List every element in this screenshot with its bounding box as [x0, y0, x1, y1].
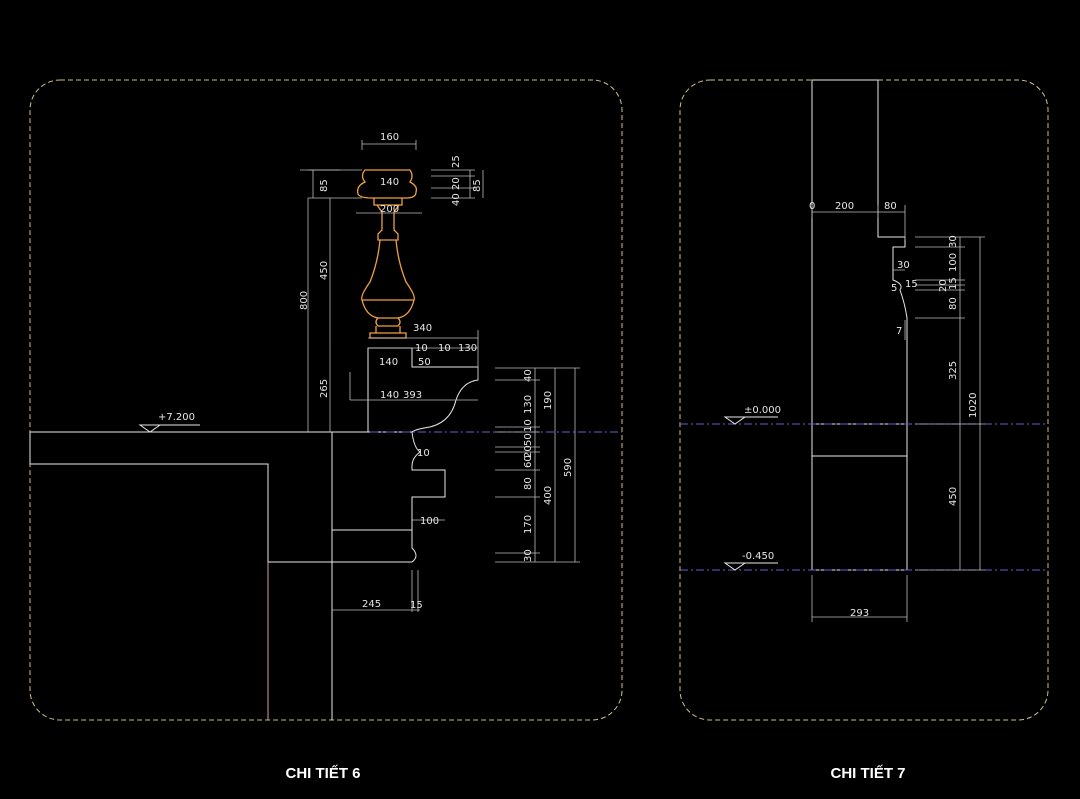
- floor-slab-7: [811, 423, 908, 457]
- dim-label: 50: [418, 357, 431, 368]
- dim-label: 325: [948, 361, 959, 380]
- wall-section: [811, 79, 908, 425]
- level-marker: [723, 416, 778, 425]
- dim-label: 80: [523, 477, 534, 490]
- dim-label: 20: [523, 445, 534, 458]
- dim-label: 30: [897, 260, 910, 271]
- beam-core: [331, 432, 412, 531]
- floor-slab: [29, 431, 333, 563]
- cornice-beam: [331, 431, 446, 563]
- dim-label: 590: [563, 458, 574, 477]
- dim-label: 85: [472, 179, 483, 192]
- dim-label: 10: [438, 343, 451, 354]
- dim-label: 393: [403, 390, 422, 401]
- detail-6: 160 140 85 25 20 40 85 200 450 800 340 1…: [29, 79, 623, 782]
- dim-label: 450: [948, 487, 959, 506]
- viewport-frame-7: [679, 79, 1049, 721]
- dim-label: 25: [451, 155, 462, 168]
- dim-label: 265: [319, 379, 330, 398]
- dim-label: 20: [938, 279, 949, 292]
- dim-label: 100: [420, 516, 439, 527]
- level-label: +7.200: [158, 412, 195, 423]
- dim-label: 100: [948, 253, 959, 272]
- dim-label: 200: [835, 201, 854, 212]
- dim-label: 10: [417, 448, 430, 459]
- dim-label: 450: [319, 261, 330, 280]
- dim-label: 30: [948, 235, 959, 248]
- dim-label: 200: [380, 204, 399, 215]
- dim-label: 7: [896, 326, 902, 337]
- dim-label: 190: [543, 391, 554, 410]
- dim-label: 130: [458, 343, 477, 354]
- dimension-lines-7: [811, 205, 985, 622]
- dim-label: 20: [451, 177, 462, 190]
- dim-label: 140: [380, 177, 399, 188]
- dim-label: 340: [413, 323, 432, 334]
- dim-label: 40: [451, 193, 462, 206]
- foundation-wall: [811, 455, 908, 571]
- dim-label: 15: [410, 600, 423, 611]
- dimension-lines-6: [300, 140, 580, 612]
- dim-label: 85: [319, 179, 330, 192]
- dim-label: 140: [379, 357, 398, 368]
- dim-label: 800: [299, 291, 310, 310]
- parapet-base: [367, 347, 479, 433]
- dim-label: 245: [362, 599, 381, 610]
- detail-7: 0 200 80 30 100 30 15 5 15 20 80 7 325 1…: [679, 79, 1049, 782]
- level-marker: [138, 424, 200, 433]
- viewport-frame-6: [29, 79, 623, 721]
- dim-label: 170: [523, 515, 534, 534]
- dim-label: 80: [948, 297, 959, 310]
- dim-label: 0: [809, 201, 815, 212]
- dim-label: 80: [884, 201, 897, 212]
- level-label-bottom: -0.450: [742, 551, 774, 562]
- dim-label: 293: [850, 608, 869, 619]
- detail-7-title: CHI TIẾT 7: [830, 765, 905, 782]
- baluster: [357, 169, 418, 339]
- dim-label: 40: [523, 369, 534, 382]
- level-marker: [723, 562, 778, 571]
- detail-6-title: CHI TIẾT 6: [285, 765, 360, 782]
- dim-label: 60: [523, 455, 534, 468]
- dim-label: 400: [543, 486, 554, 505]
- dim-label: 160: [380, 132, 399, 143]
- dim-label: 1020: [968, 393, 979, 418]
- dim-label: 15: [948, 277, 959, 290]
- dim-label: 5: [891, 283, 897, 294]
- dim-label: 130: [523, 395, 534, 414]
- dim-label: 30: [523, 549, 534, 562]
- dim-label: 10: [523, 419, 534, 432]
- dim-label: 10: [415, 343, 428, 354]
- dim-label: 140: [380, 390, 399, 401]
- dim-label: 15: [905, 279, 918, 290]
- level-label-top: ±0.000: [744, 405, 781, 416]
- dim-label: 50: [523, 433, 534, 446]
